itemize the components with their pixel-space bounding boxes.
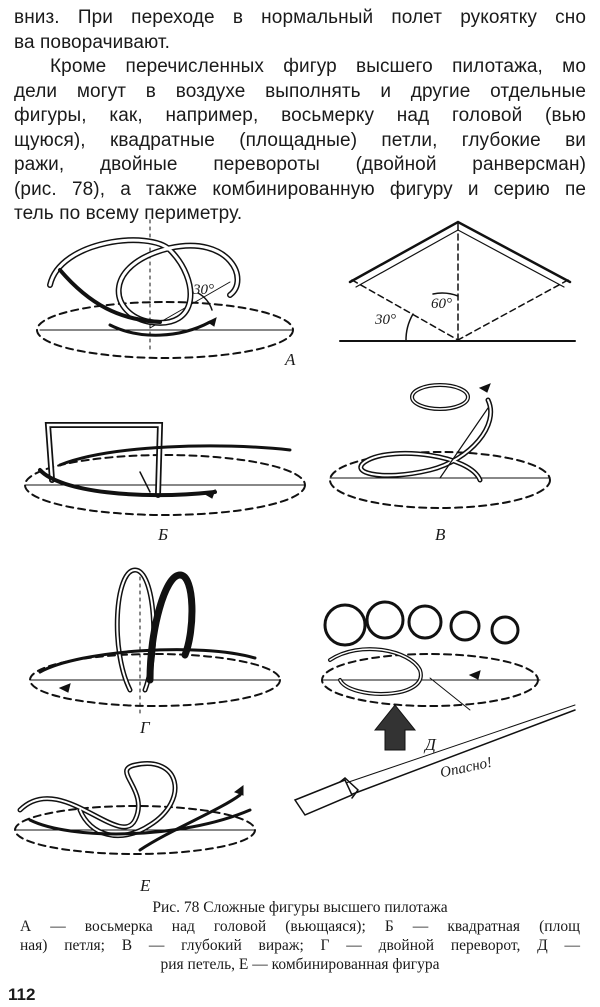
figure-caption: Рис. 78 Сложные фигуры высшего пилотажа …	[20, 898, 580, 974]
figure-78-illustrations	[14, 219, 576, 855]
body-text: вниз. При переходе в нормальный полет ру…	[14, 6, 586, 227]
paragraph-2: Кроме перечисленных фигур высшего пилота…	[14, 55, 586, 227]
figure-b-drawing	[24, 422, 306, 516]
label-d: Д	[425, 735, 436, 754]
text-line: дели могут в воздухе выполнять и другие …	[14, 80, 586, 102]
figure-v-drawing	[329, 383, 551, 509]
figure-d-drawing	[293, 600, 576, 816]
figure-a-drawing	[36, 219, 294, 359]
text-line: щуюся), квадратные (площадные) петли, гл…	[14, 129, 586, 151]
paragraph-1: вниз. При переходе в нормальный полет ру…	[14, 6, 586, 55]
text-line: ва поворачивают.	[14, 31, 171, 53]
figure-e-drawing	[14, 761, 256, 855]
page-number: 112	[8, 985, 36, 1004]
angle-square-30: 30°	[375, 312, 396, 328]
label-g: Г	[140, 718, 150, 737]
text-line: вниз. При переходе в нормальный полет ру…	[14, 7, 586, 28]
label-a: А	[285, 350, 296, 369]
label-v: В	[435, 525, 446, 544]
label-e: Е	[140, 876, 151, 895]
text-line: фигуры, как, например, восьмерку над гол…	[14, 105, 586, 126]
caption-title: Рис. 78 Сложные фигуры высшего пилотажа	[152, 899, 448, 916]
angle-square-60: 60°	[431, 296, 452, 312]
label-b: Б	[158, 525, 169, 544]
text-line: тель по всему периметру.	[14, 203, 243, 224]
caption-line: рия петель, Е — комбинированная фигура	[160, 956, 440, 973]
text-line: (рис. 78), а также комбинированную фигур…	[14, 178, 586, 200]
angle-a: 30°	[193, 282, 214, 298]
caption-line: А — восьмерка над головой (вьющаяся); Б …	[20, 918, 580, 935]
square-loop-diagram	[339, 220, 576, 342]
text-line: Кроме перечисленных фигур высшего пилота…	[50, 56, 586, 77]
text-line: ражи, двойные перевороты (двойной ранвер…	[14, 154, 586, 175]
figure-g-drawing	[29, 567, 281, 716]
caption-line: ная) петля; В — глубокий вираж; Г — двой…	[20, 937, 580, 954]
